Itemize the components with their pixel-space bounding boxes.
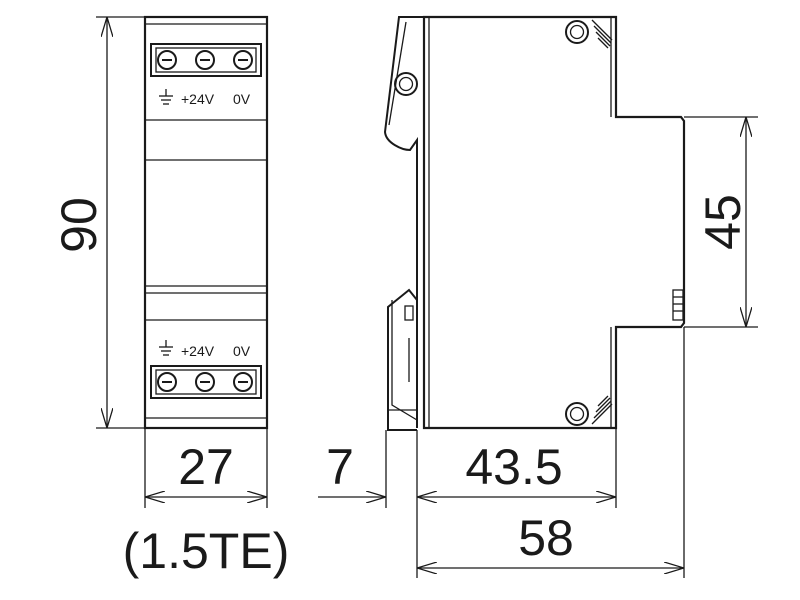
width-dimension: 27 (1.5TE): [123, 428, 290, 579]
ground-symbol-icon: [159, 340, 173, 356]
terminal-screw-icon: [157, 372, 177, 392]
terminal-screw-icon: [195, 372, 215, 392]
top-terminal-label-0v: 0V: [233, 91, 251, 107]
grip-hatch: [591, 19, 613, 49]
latch-detail: [672, 289, 684, 321]
terminal-screw-icon: [195, 50, 215, 70]
front-depth-dimension-label: 43.5: [465, 439, 562, 495]
depth-dimensions: 7 43.5 58: [318, 327, 685, 578]
side-screw-icon: [565, 20, 589, 44]
side-view: [383, 15, 686, 431]
width-units-label: (1.5TE): [123, 523, 290, 579]
bottom-terminal-block: [150, 365, 262, 399]
front-height-dimension: 45: [684, 116, 758, 328]
terminal-screw-icon: [233, 50, 253, 70]
bottom-terminal-label-0v: 0V: [233, 343, 251, 359]
width-dimension-label: 27: [178, 439, 234, 495]
total-depth-dimension-label: 58: [518, 510, 574, 566]
terminal-screw-icon: [157, 50, 177, 70]
side-housing: [422, 15, 686, 430]
side-screw-icon: [394, 72, 418, 96]
front-view: +24V 0V +24V 0V: [143, 15, 269, 430]
height-dimension-label: 90: [51, 197, 107, 253]
side-screw-icon: [565, 402, 589, 426]
bottom-terminal-label-24v: +24V: [181, 343, 215, 359]
terminal-screw-icon: [233, 372, 253, 392]
rail-offset-dimension-label: 7: [326, 439, 354, 495]
top-terminal-block: [150, 43, 262, 77]
grip-hatch: [591, 395, 613, 425]
top-terminal-label-24v: +24V: [181, 91, 215, 107]
front-housing: [143, 15, 269, 430]
ground-symbol-icon: [159, 89, 173, 105]
height-dimension: 90: [51, 16, 145, 429]
front-height-dimension-label: 45: [695, 194, 751, 250]
